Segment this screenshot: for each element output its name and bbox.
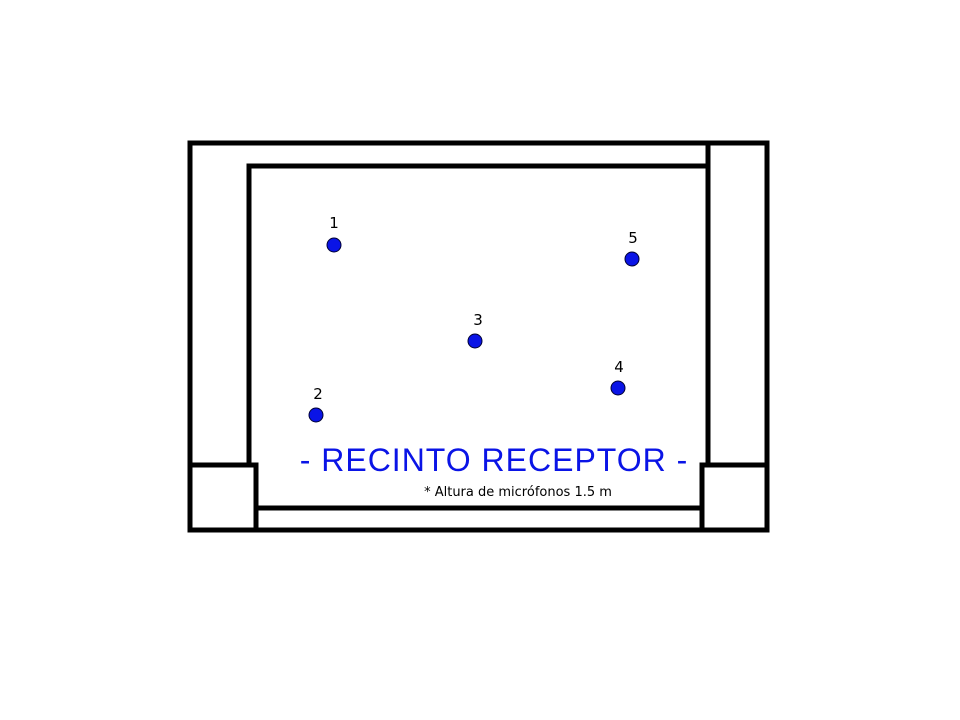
microphone-label: 4	[614, 358, 624, 376]
microphone-marker	[467, 333, 483, 349]
microphone-positions: 1 2 3 4 5	[308, 214, 640, 423]
left-bottom-column	[187, 462, 259, 533]
microphone-marker	[326, 237, 342, 253]
building-walls	[187, 140, 770, 533]
right-bottom-column	[699, 462, 770, 533]
microphone-label: 1	[329, 214, 339, 232]
microphone-4: 4	[610, 358, 626, 396]
microphone-marker	[624, 251, 640, 267]
room-title: - RECINTO RECEPTOR -	[300, 442, 689, 478]
outer-wall	[187, 140, 770, 533]
microphone-height-note: * Altura de micrófonos 1.5 m	[424, 485, 612, 500]
microphone-2: 2	[308, 385, 324, 423]
microphone-marker	[610, 380, 626, 396]
microphone-1: 1	[326, 214, 342, 253]
microphone-marker	[308, 407, 324, 423]
microphone-label: 3	[473, 311, 483, 329]
microphone-label: 5	[628, 229, 638, 247]
microphone-label: 2	[313, 385, 323, 403]
microphone-5: 5	[624, 229, 640, 267]
microphone-3: 3	[467, 311, 483, 349]
inner-wall-room	[246, 163, 711, 463]
